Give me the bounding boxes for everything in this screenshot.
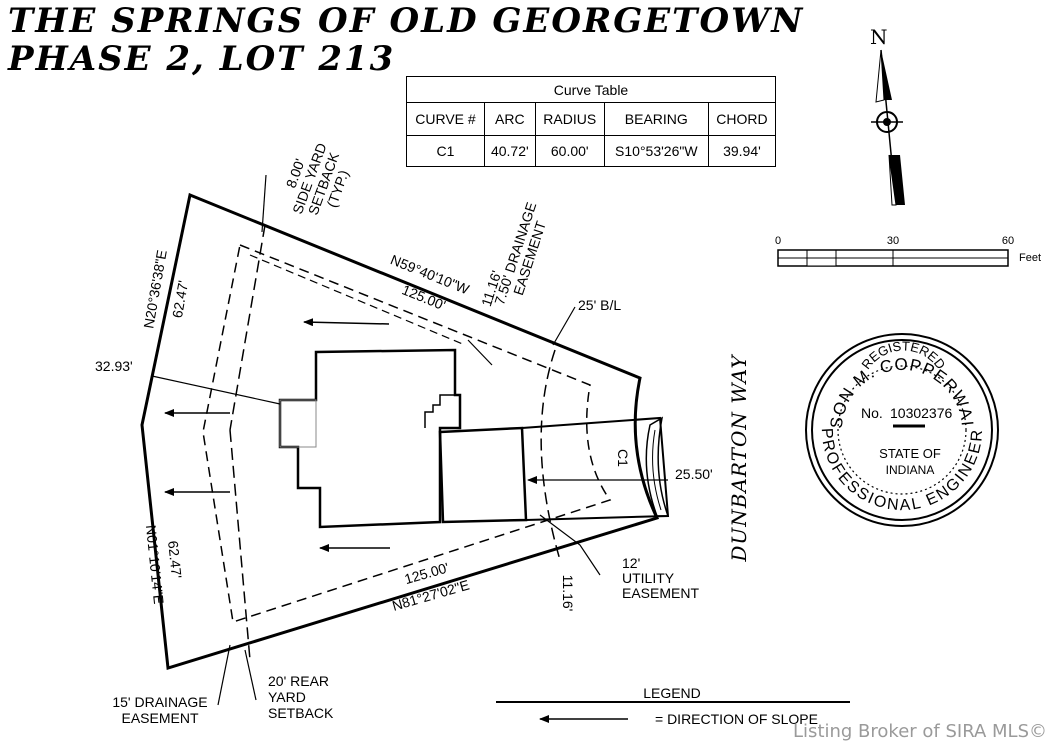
legend-item: = DIRECTION OF SLOPE [655, 711, 818, 727]
drainage-15-label-line: 15' DRAINAGE [112, 694, 207, 710]
side-setback-line [229, 224, 266, 431]
engineer-seal: JASON M. COPPERWAITE REGISTERED No. 1030… [0, 0, 999, 527]
seal-state-of: STATE OF [879, 446, 941, 461]
utility-label-line: 12' [622, 555, 640, 571]
seal-number-prefix: No. [861, 405, 883, 421]
scale-tick: 60 [1002, 235, 1014, 247]
garage [438, 426, 528, 524]
scale-unit: Feet [1019, 252, 1041, 264]
curve-table-cell: C1 [406, 135, 485, 167]
drainage-15-label-line: EASEMENT [121, 710, 198, 726]
driveway [521, 416, 670, 521]
rear-setback-label-line: SETBACK [268, 705, 334, 721]
building-setback-line [202, 243, 612, 623]
rear-easement-line [229, 429, 251, 661]
house-bump [424, 394, 455, 428]
north-label: N [870, 25, 888, 49]
utility-label: 12' UTILITY EASEMENT [622, 555, 699, 601]
lot-boundary [140, 192, 660, 670]
dim-32-93-line [151, 375, 281, 405]
drainage15-leader [217, 644, 231, 706]
dim-32-93: 32.93' [95, 358, 133, 374]
drainage-leader [467, 339, 493, 366]
curve-table-cell: S10°53'26"W [603, 135, 709, 167]
drainage-15-label: 15' DRAINAGE EASEMENT [112, 694, 207, 726]
curve-table-header: CHORD [707, 102, 777, 136]
bearing-left-bottom: N01°10'14"E [143, 524, 167, 605]
curb-cut [645, 416, 670, 517]
rear-setback-label-line: YARD [268, 689, 306, 705]
rear-setback-label: 20' REAR YARD SETBACK [268, 673, 334, 721]
house-footprint [278, 348, 462, 529]
utility-label-line: UTILITY [622, 570, 675, 586]
curve-table-cell: 40.72' [483, 135, 536, 167]
utility-leader [539, 514, 601, 576]
bearing-bottom: N81°27'02"E [390, 577, 471, 614]
bl-curve [540, 349, 561, 561]
dist-left-top: 62.47' [169, 279, 191, 319]
slope-arrow [303, 318, 390, 327]
plat-title-line-1: THE SPRINGS OF OLD GEORGETOWN [8, 1, 805, 41]
scale-tick: 30 [887, 235, 899, 247]
rear-setback-leader [244, 649, 257, 701]
curve-table-cell: 60.00' [534, 135, 605, 167]
bl-leader [552, 306, 576, 346]
plat-title-line-2: PHASE 2, LOT 213 [8, 39, 396, 79]
scale-tick: 0 [775, 235, 781, 247]
curve-table: Curve Table CURVE # ARC RADIUS BEARING C… [406, 76, 777, 167]
curve-table-caption: Curve Table [406, 76, 776, 103]
seal-state: INDIANA [886, 463, 935, 477]
legend: LEGEND = DIRECTION OF SLOPE [496, 685, 850, 727]
patio [279, 399, 317, 448]
side-setback-leader [261, 174, 267, 233]
curb-hatch [652, 429, 662, 511]
c1-label: C1 [615, 449, 631, 467]
dist-left-bottom: 62.47' [165, 540, 185, 579]
legend-title: LEGEND [643, 685, 701, 701]
seal-number: 10302376 [890, 405, 953, 421]
bl-label: 25' B/L [578, 297, 621, 313]
street-name: DUNBARTON WAY [727, 354, 751, 563]
utility-label-line: EASEMENT [622, 585, 699, 601]
rear-setback-label-line: 20' REAR [268, 673, 329, 689]
dim-25-50: 25.50' [675, 466, 713, 482]
north-arrow: N [870, 25, 905, 206]
curve-table-cell: 39.94' [707, 135, 777, 167]
side-setback-label: 8.00' SIDE YARD SETBACK (TYP.) [283, 141, 352, 217]
mls-watermark: Listing Broker of SIRA MLS© [793, 721, 1047, 742]
scale-bar: 0 30 60 Feet [775, 235, 1041, 267]
drainage-top-label: 7.50' DRAINAGE EASEMENT [491, 200, 549, 307]
dim-11-16-bottom: 11.16' [560, 575, 576, 612]
curve-table-header: ARC [483, 102, 536, 136]
curve-table-header: BEARING [603, 102, 709, 136]
